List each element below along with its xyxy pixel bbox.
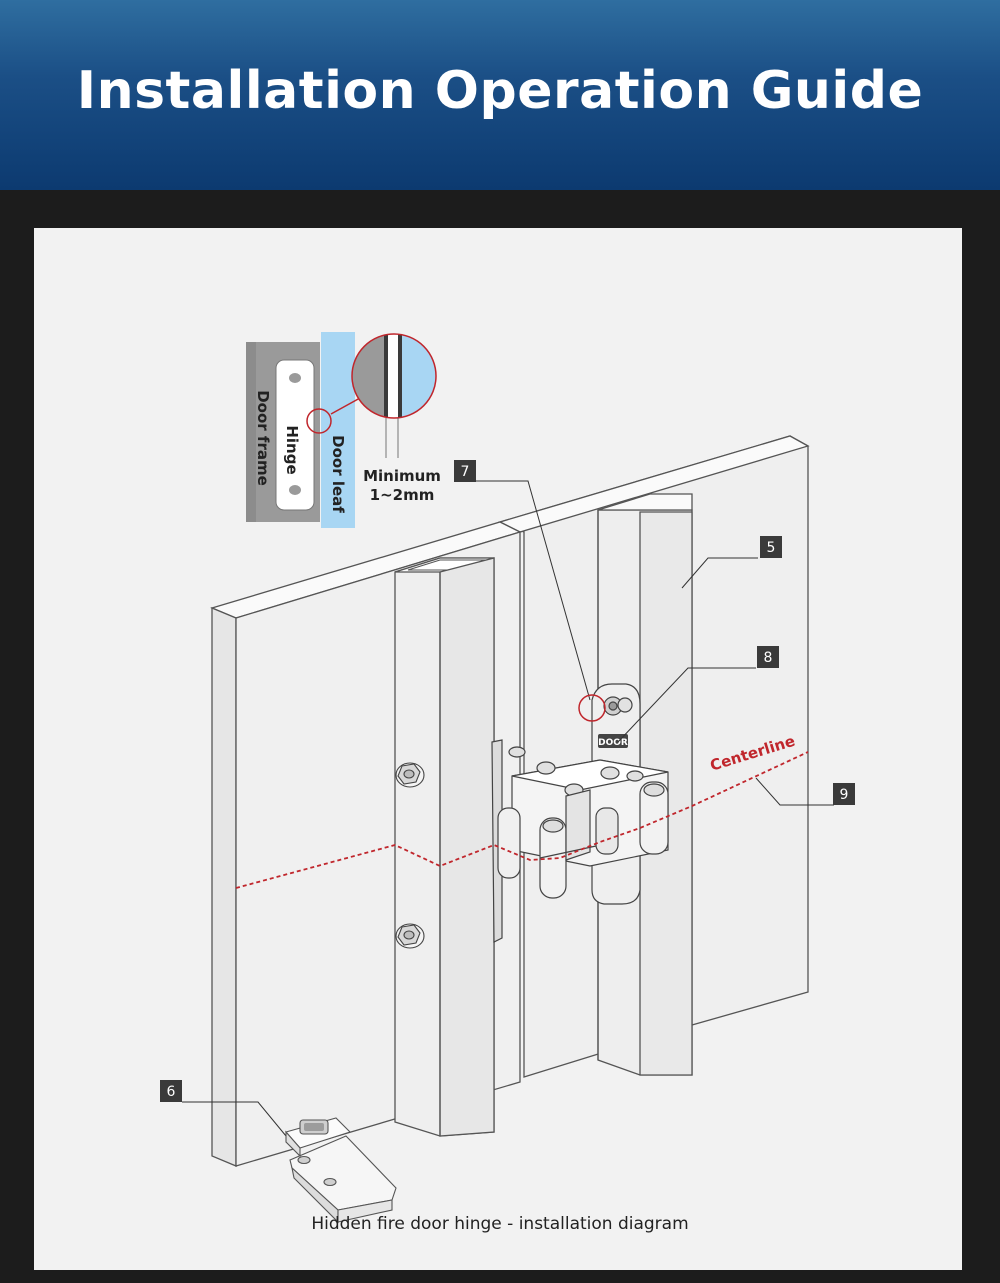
post-bolt-upper: [395, 762, 425, 788]
callout-5: 5: [681, 536, 782, 589]
diagram-caption: Hidden fire door hinge - installation di…: [311, 1214, 689, 1234]
hinge-stamp-text: DOOR: [598, 738, 628, 748]
inset-door-frame-label: Door frame: [254, 390, 272, 486]
callout-6: 6: [160, 1080, 287, 1137]
post-bolt-lower: [395, 923, 425, 949]
callout-8: 8: [617, 646, 779, 743]
inset-door-leaf-label: Door leaf: [329, 435, 347, 513]
callout-8-number: 8: [764, 650, 773, 666]
door-leaf: [210, 521, 522, 1167]
door-closer-part: [285, 1117, 397, 1224]
callout-9-number: 9: [840, 787, 849, 803]
gap-detail-inset: Door frame Hinge Door leaf Minimum 1~2mm: [246, 332, 441, 528]
hidden-hinge: DOOR: [491, 683, 669, 943]
callout-5-number: 5: [767, 540, 776, 556]
callout-9: 9: [755, 777, 855, 806]
centerline: [235, 751, 809, 889]
callout-7-number: 7: [461, 464, 470, 480]
inset-gap-line2: 1~2mm: [370, 486, 435, 504]
callout-7: 7: [454, 460, 606, 722]
callout-6-number: 6: [167, 1084, 176, 1100]
inset-hinge-plate: [275, 359, 315, 511]
page-title: Installation Operation Guide: [76, 61, 924, 121]
inset-gap-line1: Minimum: [363, 467, 441, 485]
inset-hinge-label: Hinge: [283, 425, 301, 474]
page-header: Installation Operation Guide: [0, 0, 1000, 190]
